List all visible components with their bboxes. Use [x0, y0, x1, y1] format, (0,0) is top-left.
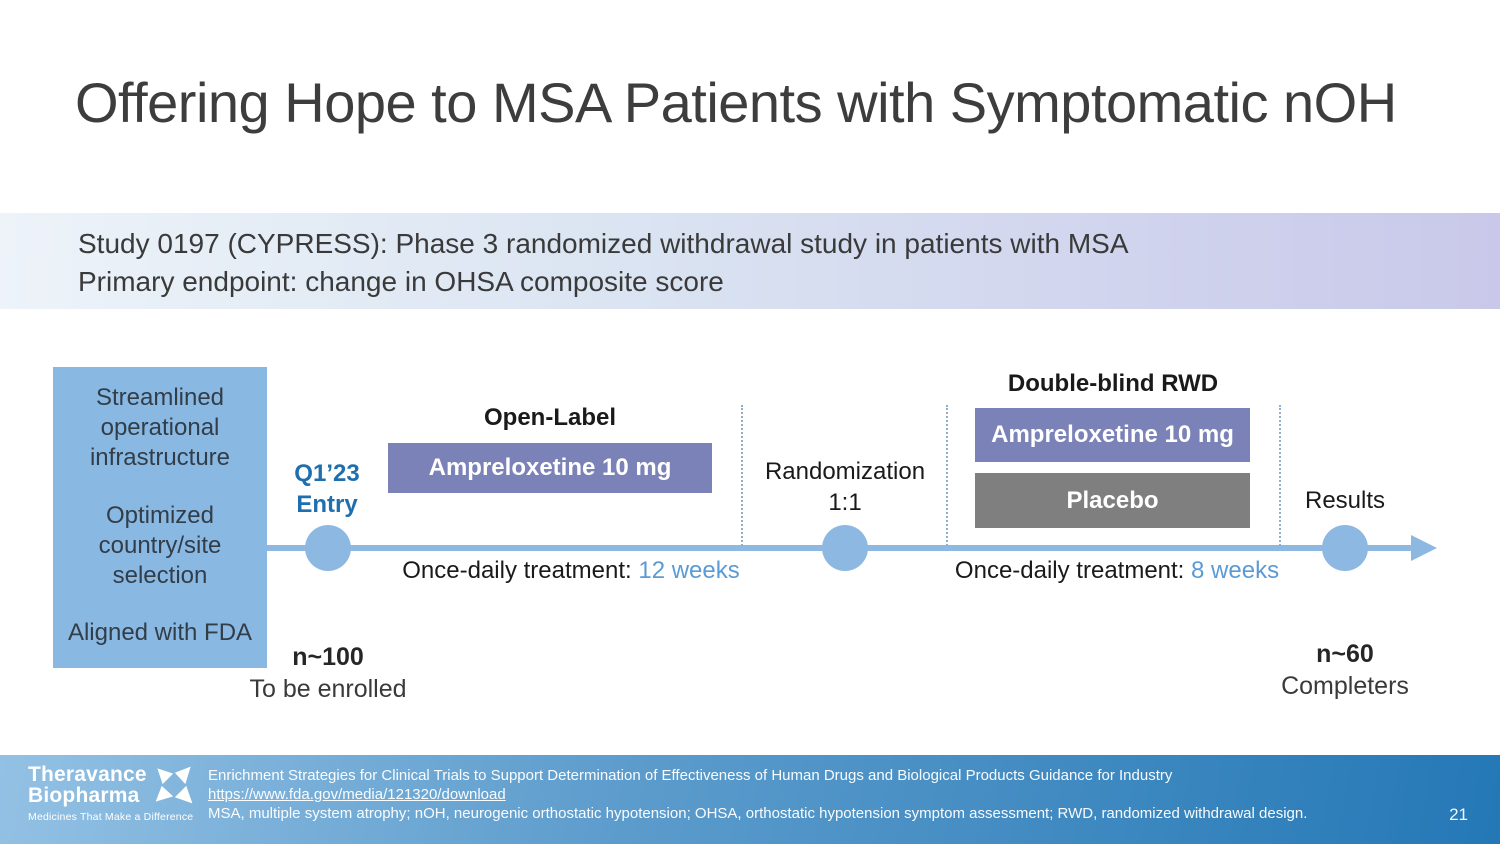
double-blind-placebo-box: Placebo — [975, 473, 1250, 528]
open-label-phase-title: Open-Label — [483, 404, 617, 431]
divider-open-label-end — [741, 405, 743, 546]
timeline-node-entry — [305, 525, 351, 571]
randomization-label: Randomization 1:1 — [765, 456, 925, 518]
enrollment-item-country-site: Optimized country/site selection — [98, 501, 222, 589]
double-blind-active-box: Ampreloxetine 10 mg — [975, 408, 1250, 462]
randomization-word: Randomization — [764, 458, 926, 485]
enrolled-caption: To be enrolled — [249, 675, 407, 703]
footer-references: Enrichment Strategies for Clinical Trial… — [208, 766, 1388, 823]
timeline-node-results — [1322, 525, 1368, 571]
completers-n: n~60 — [1316, 640, 1374, 668]
enrollment-item-infrastructure: Streamlined operational infrastructure — [89, 384, 231, 471]
entry-quarter: Q1’23 — [294, 460, 360, 487]
entry-word: Entry — [296, 491, 358, 518]
entry-label: Q1’23 Entry — [294, 458, 359, 520]
open-label-duration-value: 12 weeks — [638, 557, 740, 584]
theravance-logo: Theravance Biopharma Medicines That Make… — [28, 764, 203, 823]
footer-reference-line: Enrichment Strategies for Clinical Trial… — [208, 767, 1173, 784]
double-blind-phase-title: Double-blind RWD — [1007, 370, 1219, 397]
fda-guidance-link[interactable]: https://www.fda.gov/media/121320/downloa… — [208, 786, 506, 803]
open-label-duration: Once-daily treatment: 12 weeks — [402, 557, 740, 585]
page-number: 21 — [1449, 805, 1468, 824]
logo-tagline: Medicines That Make a Difference — [28, 811, 194, 823]
timeline-arrow-icon — [1411, 535, 1437, 561]
logo-line2: Biopharma — [28, 784, 140, 807]
study-summary-line1: Study 0197 (CYPRESS): Phase 3 randomized… — [78, 228, 1129, 259]
theravance-star-icon — [155, 766, 193, 804]
double-blind-duration-value: 8 weeks — [1191, 557, 1280, 584]
randomization-ratio: 1:1 — [828, 489, 862, 516]
logo-line1: Theravance — [28, 763, 147, 786]
study-summary-band: Study 0197 (CYPRESS): Phase 3 randomized… — [0, 213, 1500, 309]
enrollment-strategy-box: Streamlined operational infrastructure O… — [53, 367, 267, 668]
enrollment-item-fda: Aligned with FDA — [67, 619, 253, 646]
divider-double-blind-start — [946, 405, 948, 546]
results-label: Results — [1304, 487, 1386, 514]
enrolled-n: n~100 — [292, 643, 364, 671]
study-summary-line2: Primary endpoint: change in OHSA composi… — [78, 266, 724, 297]
footer-abbreviations: MSA, multiple system atrophy; nOH, neuro… — [208, 805, 1308, 822]
open-label-treatment-box: Ampreloxetine 10 mg — [388, 443, 712, 493]
double-blind-duration-label: Once-daily treatment: — [954, 557, 1192, 584]
timeline-node-randomization — [822, 525, 868, 571]
slide-title: Offering Hope to MSA Patients with Sympt… — [75, 71, 1397, 134]
open-label-duration-label: Once-daily treatment: — [402, 557, 639, 584]
divider-double-blind-end — [1279, 405, 1281, 546]
completers-caption: Completers — [1281, 672, 1409, 700]
footer: Theravance Biopharma Medicines That Make… — [0, 755, 1500, 844]
double-blind-duration: Once-daily treatment: 8 weeks — [955, 557, 1279, 585]
